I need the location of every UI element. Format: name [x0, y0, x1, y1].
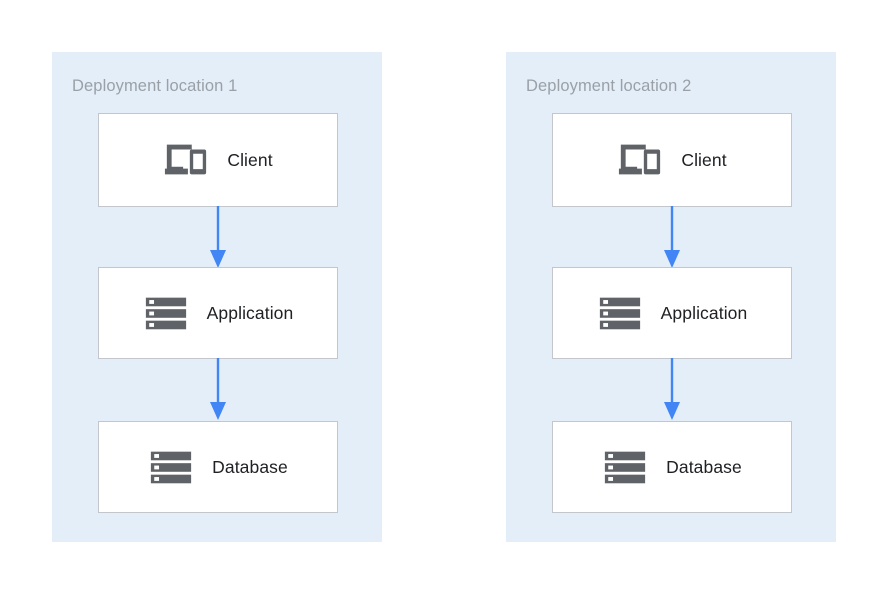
server-rack-icon: [605, 451, 646, 484]
arrow-application-to-database-zone-2: [664, 358, 680, 420]
node-client-zone-1[interactable]: Client: [98, 113, 338, 207]
node-label: Client: [227, 150, 273, 170]
node-label: Database: [666, 457, 742, 477]
node-database-zone-2[interactable]: Database: [552, 421, 792, 513]
arrow-client-to-application-zone-1: [210, 206, 226, 268]
server-rack-icon: [599, 297, 640, 330]
node-client-zone-2[interactable]: Client: [552, 113, 792, 207]
node-database-zone-1[interactable]: Database: [98, 421, 338, 513]
zone-1-title: Deployment location 1: [72, 77, 238, 95]
node-label: Database: [212, 457, 288, 477]
devices-icon: [619, 144, 661, 175]
zone-2-title: Deployment location 2: [526, 77, 692, 95]
deployment-zone-2: Deployment location 2 Client App: [506, 52, 836, 542]
deployment-zone-1: Deployment location 1 Client: [52, 52, 382, 542]
arrow-client-to-application-zone-2: [664, 206, 680, 268]
arrow-application-to-database-zone-1: [210, 358, 226, 420]
node-application-zone-1[interactable]: Application: [98, 267, 338, 359]
server-rack-icon: [145, 297, 186, 330]
node-label: Application: [206, 303, 294, 323]
server-rack-icon: [151, 451, 192, 484]
devices-icon: [165, 144, 207, 175]
node-label: Application: [660, 303, 748, 323]
node-application-zone-2[interactable]: Application: [552, 267, 792, 359]
node-label: Client: [681, 150, 727, 170]
